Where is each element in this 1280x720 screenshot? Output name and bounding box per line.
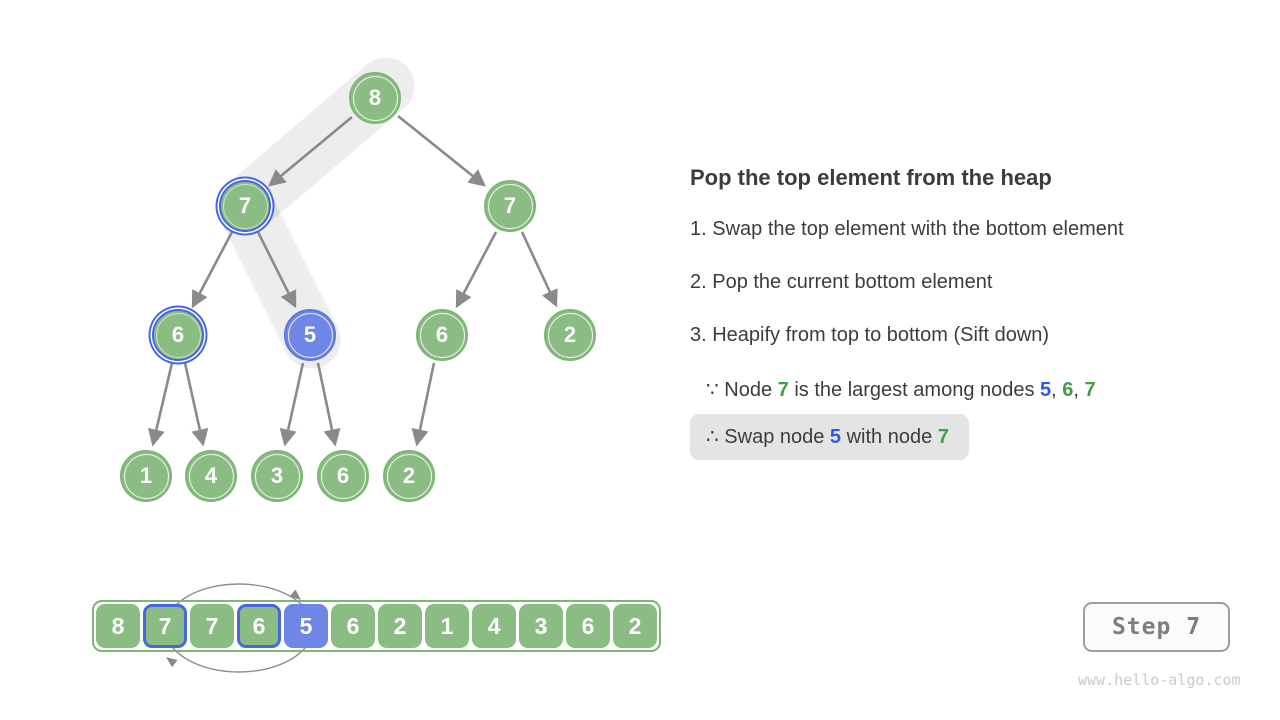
node-ref-blue: 5 — [1040, 379, 1052, 401]
tree-edge — [411, 362, 436, 447]
tree-node: 7 — [484, 180, 536, 232]
array-cell-value: 2 — [393, 612, 407, 639]
array-cell-value: 4 — [487, 612, 501, 639]
tree-node: 8 — [349, 72, 401, 124]
tree-edge — [279, 362, 305, 447]
panel-title: Pop the top element from the heap — [690, 165, 1052, 190]
tree-node: 1 — [120, 450, 172, 502]
array-cell-value: 7 — [205, 612, 219, 639]
array-cell-value: 6 — [581, 612, 595, 639]
array-cell: 8 — [96, 604, 140, 648]
tree-node-value: 5 — [303, 322, 317, 347]
step-line-3: 3. Heapify from top to bottom (Sift down… — [690, 324, 1050, 346]
array-cell-value: 2 — [628, 612, 642, 639]
tree-node: 3 — [251, 450, 303, 502]
tree-node: 6 — [317, 450, 369, 502]
array-cell: 4 — [472, 604, 516, 648]
because-text: is the largest among nodes — [788, 379, 1041, 401]
heap-array: 8 7 7 6 5 6 2 1 4 3 6 2 — [92, 600, 661, 652]
tree-edge — [191, 231, 234, 309]
tree-node: 2 — [544, 309, 596, 361]
tree-node-value: 2 — [402, 463, 416, 488]
step-line-2: 2. Pop the current bottom element — [690, 271, 993, 293]
tree-edge — [520, 231, 558, 308]
tree-node-value: 8 — [368, 85, 382, 110]
tree-edge — [268, 115, 353, 187]
tree-edge — [455, 231, 498, 309]
tree-node: 6 — [152, 309, 204, 361]
array-cell: 2 — [378, 604, 422, 648]
tree-node-value: 6 — [171, 322, 185, 347]
tree-node-value: 4 — [204, 463, 218, 488]
tree-node-value: 6 — [435, 322, 449, 347]
tree-edges — [147, 114, 558, 447]
tree-node: 4 — [185, 450, 237, 502]
array-cell: 3 — [519, 604, 563, 648]
therefore-text: with node — [841, 426, 938, 448]
because-text: , — [1051, 379, 1063, 401]
tree-edge — [397, 114, 487, 187]
because-text: , — [1073, 379, 1085, 401]
node-ref-green: 6 — [1062, 379, 1074, 401]
array-cell-value: 5 — [299, 612, 313, 639]
because-line: ∵ Node 7 is the largest among nodes 5, 6… — [690, 377, 1256, 402]
array-cell: 6 — [331, 604, 375, 648]
tree-edge — [183, 362, 209, 447]
node-ref-green: 7 — [1084, 379, 1096, 401]
array-cell-value: 6 — [252, 612, 266, 639]
array-cell: 7 — [143, 604, 187, 648]
explanation-panel: Pop the top element from the heap 1. Swa… — [690, 165, 1256, 460]
tree-node: 5 — [284, 309, 336, 361]
array-cell: 6 — [566, 604, 610, 648]
tree-node: 2 — [383, 450, 435, 502]
array-cell: 5 — [284, 604, 328, 648]
tree-node-value: 2 — [563, 322, 577, 347]
tree-node-value: 6 — [336, 463, 350, 488]
node-ref-green: 7 — [937, 426, 949, 448]
array-cell-value: 7 — [158, 612, 172, 639]
tree-node-value: 7 — [503, 193, 517, 218]
array-cell-value: 8 — [111, 612, 125, 639]
step-badge: Step 7 — [1083, 602, 1230, 652]
array-cell: 7 — [190, 604, 234, 648]
tree-node-value: 1 — [139, 463, 153, 488]
tree-edge — [147, 362, 174, 447]
array-cell-value: 1 — [440, 612, 454, 639]
watermark: www.hello-algo.com — [1078, 671, 1241, 689]
tree-node: 6 — [416, 309, 468, 361]
array-cell: 2 — [613, 604, 657, 648]
tree-node: 7 — [219, 180, 271, 232]
tree-node-value: 7 — [238, 193, 252, 218]
node-ref-green: 7 — [777, 379, 789, 401]
tree-edge — [316, 362, 341, 447]
because-text: ∵ Node — [706, 379, 778, 401]
therefore-text: ∴ Swap node — [706, 426, 830, 448]
therefore-box: ∴ Swap node 5 with node 7 — [690, 414, 969, 460]
tree-edge — [256, 231, 297, 309]
array-cell-value: 3 — [534, 612, 548, 639]
swap-arrow-icon — [166, 657, 178, 668]
array-cell: 1 — [425, 604, 469, 648]
node-ref-blue: 5 — [829, 426, 842, 448]
array-cell: 6 — [237, 604, 281, 648]
array-cell-value: 6 — [346, 612, 360, 639]
tree-node-value: 3 — [270, 463, 284, 488]
step-line-1: 1. Swap the top element with the bottom … — [690, 218, 1124, 240]
